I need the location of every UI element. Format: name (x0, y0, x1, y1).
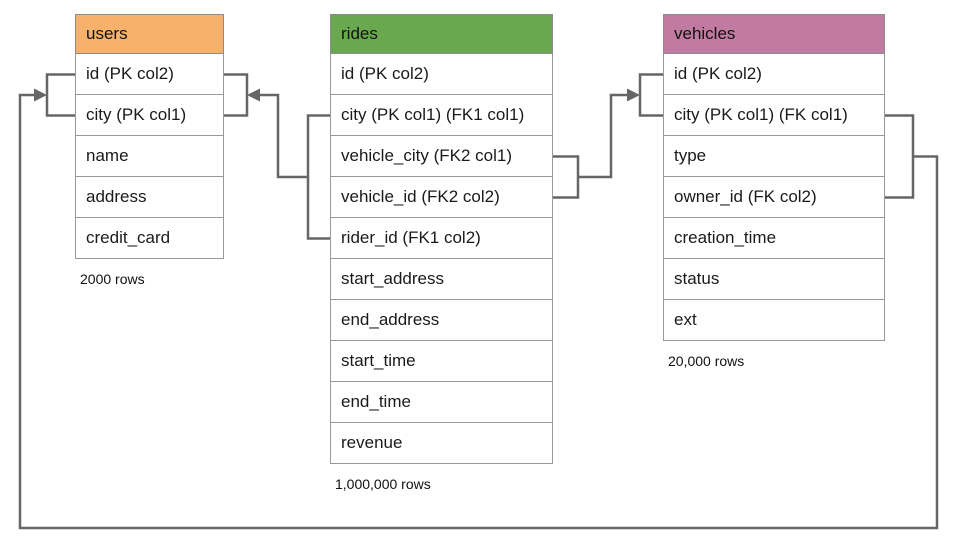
vehicles-left-bracket (638, 73, 663, 117)
fk2-rides-vehicles-line (578, 93, 628, 179)
rides-left-bracket (306, 114, 330, 240)
table-rides: rides id (PK col2)city (PK col1) (FK1 co… (330, 14, 553, 492)
column-row: vehicle_id (FK2 col2) (330, 177, 553, 218)
table-users-rowcount: 2000 rows (80, 271, 145, 287)
column-row: type (663, 136, 885, 177)
column-row: id (PK col2) (330, 54, 553, 95)
column-row: city (PK col1) (FK col1) (663, 95, 885, 136)
table-vehicles-columns: id (PK col2)city (PK col1) (FK col1)type… (663, 54, 885, 341)
table-rides-columns: id (PK col2)city (PK col1) (FK1 col1)veh… (330, 54, 553, 464)
users-left-bracket (45, 73, 75, 117)
column-row: city (PK col1) (75, 95, 224, 136)
column-row: revenue (330, 423, 553, 464)
vehicles-right-bracket (885, 114, 915, 199)
fk1-arrow-icon (247, 88, 260, 102)
column-row: address (75, 177, 224, 218)
column-row: vehicle_city (FK2 col1) (330, 136, 553, 177)
table-vehicles-header: vehicles (663, 14, 885, 54)
table-rides-rowcount: 1,000,000 rows (335, 476, 431, 492)
column-row: city (PK col1) (FK1 col1) (330, 95, 553, 136)
users-right-bracket (224, 73, 249, 117)
table-vehicles: vehicles id (PK col2)city (PK col1) (FK … (663, 14, 885, 369)
table-vehicles-rowcount: 20,000 rows (668, 353, 745, 369)
column-row: status (663, 259, 885, 300)
column-row: id (PK col2) (75, 54, 224, 95)
table-users-header: users (75, 14, 224, 54)
fk1-rides-users-line (259, 93, 308, 179)
column-row: name (75, 136, 224, 177)
column-row: rider_id (FK1 col2) (330, 218, 553, 259)
fk-vehicles-users-arrow-icon (34, 88, 47, 102)
column-row: start_address (330, 259, 553, 300)
column-row: end_time (330, 382, 553, 423)
column-row: end_address (330, 300, 553, 341)
column-row: ext (663, 300, 885, 341)
column-row: id (PK col2) (663, 54, 885, 95)
table-rides-header: rides (330, 14, 553, 54)
column-row: credit_card (75, 218, 224, 259)
column-row: owner_id (FK col2) (663, 177, 885, 218)
column-row: start_time (330, 341, 553, 382)
column-row: creation_time (663, 218, 885, 259)
rides-right-bracket (553, 155, 580, 199)
fk2-arrow-icon (627, 88, 640, 102)
